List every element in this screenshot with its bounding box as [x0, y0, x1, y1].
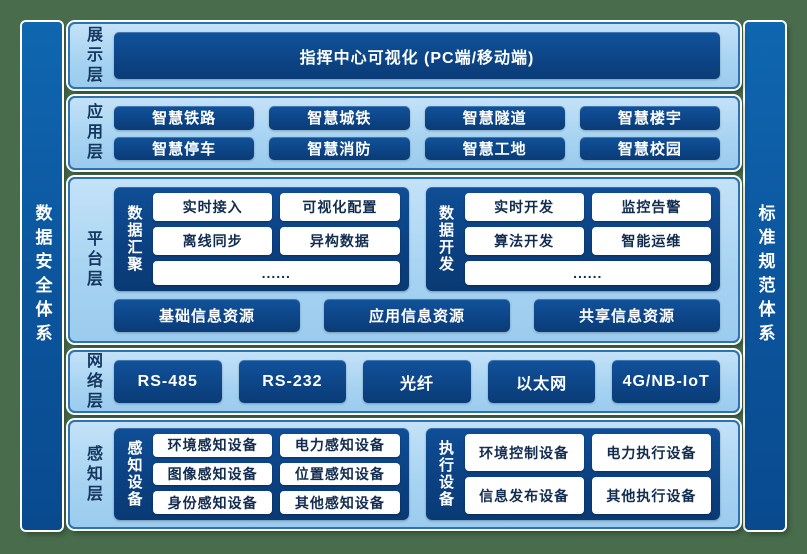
data-aggregation-group-label: 数据汇聚	[125, 205, 143, 273]
standards-sidebar-label: 标准规范体系	[755, 204, 775, 348]
app-box-smart-worksite: 智慧工地	[424, 136, 565, 160]
display-layer-content: 指挥中心可视化 (PC端/移动端)	[114, 24, 738, 87]
network-box-fiber: 光纤	[363, 360, 471, 403]
execution-devices-group-label: 执行设备	[437, 440, 454, 508]
platform-layer-content: 数据汇聚 实时接入 可视化配置 离线同步 异构数据 ...... 数据开发 实时…	[114, 179, 738, 341]
app-box-smart-firefighting: 智慧消防	[269, 136, 410, 160]
platform-groups-row: 数据汇聚 实时接入 可视化配置 离线同步 异构数据 ...... 数据开发 实时…	[114, 187, 720, 291]
device-box-env-control: 环境控制设备	[464, 434, 584, 471]
command-center-box: 指挥中心可视化 (PC端/移动端)	[114, 32, 720, 79]
network-box-rs485: RS-485	[114, 360, 222, 403]
app-box-smart-campus: 智慧校园	[579, 136, 720, 160]
module-box-heterogeneous-data: 异构数据	[280, 227, 400, 255]
application-layer-label: 应用层	[84, 103, 101, 163]
resource-box-basic-info: 基础信息资源	[114, 299, 300, 332]
platform-layer-panel: 平台层 数据汇聚 实时接入 可视化配置 离线同步 异构数据 ...... 数据开…	[68, 177, 740, 343]
device-box-env-sensing: 环境感知设备	[153, 434, 273, 457]
device-box-identity-sensing: 身份感知设备	[153, 491, 273, 514]
app-box-smart-metro: 智慧城铁	[269, 106, 410, 130]
module-box-realtime-dev: 实时开发	[464, 193, 584, 221]
display-layer-panel: 展示层 指挥中心可视化 (PC端/移动端)	[68, 22, 740, 89]
device-box-location-sensing: 位置感知设备	[280, 462, 400, 486]
network-boxes-row: RS-485 RS-232 光纤 以太网 4G/NB-IoT	[114, 352, 738, 411]
app-box-smart-tunnel: 智慧隧道	[424, 106, 565, 130]
execution-devices-group: 执行设备 环境控制设备 电力执行设备 信息发布设备 其他执行设备	[425, 428, 720, 520]
device-box-power-execution: 电力执行设备	[591, 434, 711, 471]
network-box-rs232: RS-232	[238, 360, 347, 403]
standards-sidebar: 标准规范体系	[745, 22, 785, 530]
app-box-smart-railway: 智慧铁路	[114, 106, 255, 130]
platform-layer-label: 平台层	[84, 230, 101, 290]
application-boxes-grid: 智慧铁路 智慧城铁 智慧隧道 智慧楼宇 智慧停车 智慧消防 智慧工地 智慧校园	[114, 98, 738, 168]
perception-layer-panel: 感知层 感知设备 环境感知设备 电力感知设备 图像感知设备 位置感知设备 身份感…	[68, 420, 740, 529]
network-box-4g-nbiot: 4G/NB-IoT	[612, 360, 720, 403]
data-development-group: 数据开发 实时开发 监控告警 算法开发 智能运维 ......	[425, 187, 720, 291]
module-box-monitor-alert: 监控告警	[591, 193, 711, 221]
device-box-info-publishing: 信息发布设备	[464, 477, 584, 514]
module-box-intelligent-ops: 智能运维	[591, 227, 711, 255]
data-security-sidebar-label: 数据安全体系	[32, 204, 52, 348]
module-box-development-more: ......	[464, 261, 711, 285]
application-layer-panel: 应用层 智慧铁路 智慧城铁 智慧隧道 智慧楼宇 智慧停车 智慧消防 智慧工地 智…	[68, 96, 740, 170]
platform-resources-row: 基础信息资源 应用信息资源 共享信息资源	[114, 299, 720, 332]
sensing-devices-group: 感知设备 环境感知设备 电力感知设备 图像感知设备 位置感知设备 身份感知设备 …	[114, 428, 409, 520]
module-box-algorithm-dev: 算法开发	[464, 227, 584, 255]
device-box-other-sensing: 其他感知设备	[280, 491, 400, 514]
device-box-image-sensing: 图像感知设备	[153, 462, 273, 486]
app-box-smart-parking: 智慧停车	[114, 136, 255, 160]
module-box-offline-sync: 离线同步	[153, 227, 273, 255]
network-layer-label: 网络层	[84, 351, 101, 412]
resource-box-application-info: 应用信息资源	[324, 299, 510, 332]
device-box-other-execution: 其他执行设备	[591, 477, 711, 514]
module-box-aggregation-more: ......	[153, 261, 400, 285]
perception-groups-row: 感知设备 环境感知设备 电力感知设备 图像感知设备 位置感知设备 身份感知设备 …	[114, 428, 720, 520]
sensing-devices-group-label: 感知设备	[125, 440, 143, 508]
module-box-realtime-access: 实时接入	[153, 193, 273, 221]
module-box-visual-config: 可视化配置	[280, 193, 400, 221]
display-layer-label: 展示层	[84, 25, 101, 86]
sensing-devices-grid: 环境感知设备 电力感知设备 图像感知设备 位置感知设备 身份感知设备 其他感知设…	[153, 434, 400, 514]
data-aggregation-grid: 实时接入 可视化配置 离线同步 异构数据 ......	[153, 193, 400, 285]
execution-devices-grid: 环境控制设备 电力执行设备 信息发布设备 其他执行设备	[464, 434, 711, 514]
data-security-sidebar: 数据安全体系	[22, 22, 62, 530]
data-development-group-label: 数据开发	[437, 205, 454, 273]
app-box-smart-building: 智慧楼宇	[579, 106, 720, 130]
network-box-ethernet: 以太网	[487, 360, 596, 403]
network-layer-panel: 网络层 RS-485 RS-232 光纤 以太网 4G/NB-IoT	[68, 350, 740, 413]
device-box-power-sensing: 电力感知设备	[280, 434, 400, 457]
resource-box-shared-info: 共享信息资源	[534, 299, 720, 332]
perception-layer-label: 感知层	[84, 444, 101, 505]
data-development-grid: 实时开发 监控告警 算法开发 智能运维 ......	[464, 193, 711, 285]
perception-layer-content: 感知设备 环境感知设备 电力感知设备 图像感知设备 位置感知设备 身份感知设备 …	[114, 422, 738, 527]
data-aggregation-group: 数据汇聚 实时接入 可视化配置 离线同步 异构数据 ......	[114, 187, 409, 291]
